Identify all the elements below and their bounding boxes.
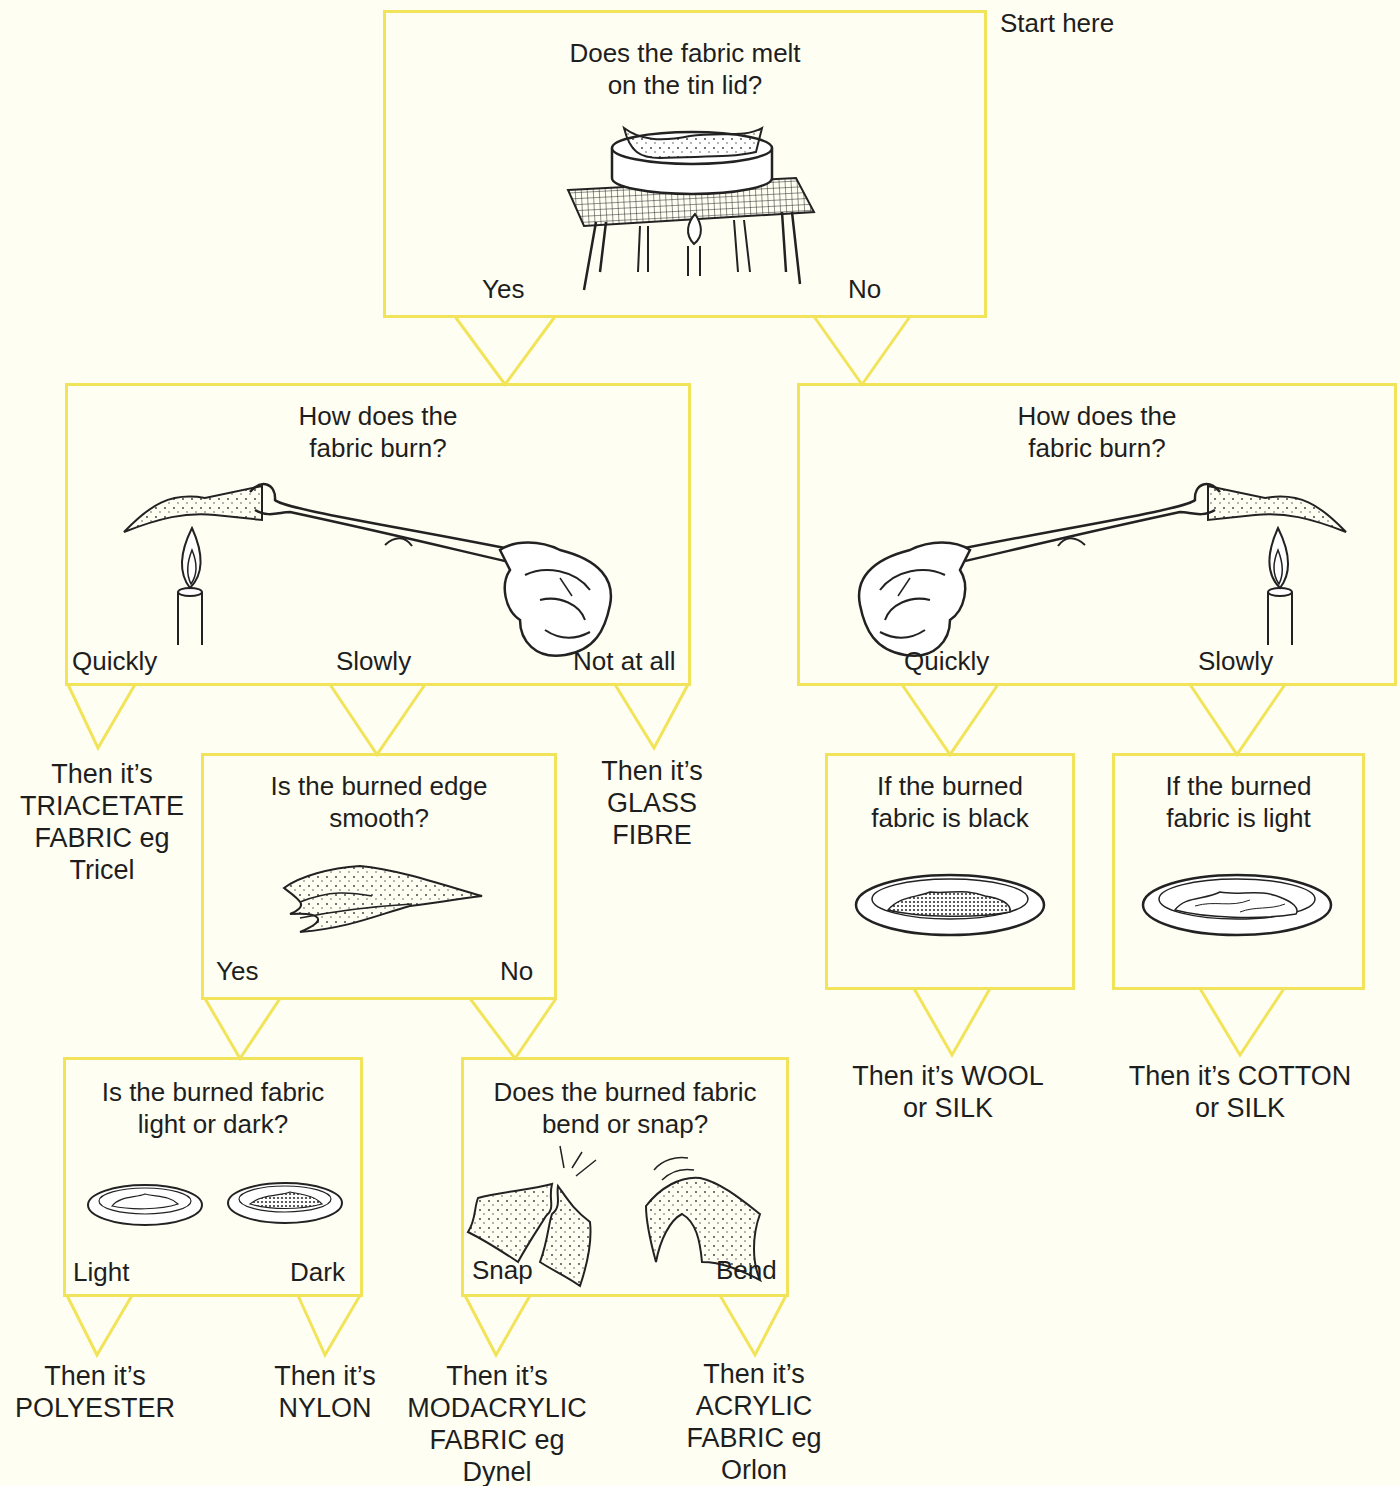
pointer-connector (330, 685, 425, 755)
illustration-stroke (688, 246, 700, 276)
illustration-stroke (888, 892, 1010, 917)
pointer-connector (814, 317, 910, 385)
result-label: Then it’s GLASS FIBRE (567, 755, 737, 851)
question-box: If the burned fabric is black (825, 753, 1075, 990)
question-text: Is the burned fabric light or dark? (78, 1076, 348, 1140)
illustration-stroke (1159, 879, 1315, 919)
burning-test-no (859, 484, 1346, 656)
illustration-stroke (239, 1186, 331, 1212)
result-label: Then it’s MODACRYLIC FABRIC eg Dynel (397, 1360, 597, 1486)
dish-black (856, 875, 1044, 935)
branch-label: Light (73, 1256, 129, 1288)
question-box: Start hereDoes the fabric melt on the ti… (383, 10, 987, 318)
illustration-stroke (856, 875, 1044, 935)
pointer-connector (1190, 685, 1285, 755)
result-pointer (68, 685, 135, 749)
pointer-connector (205, 999, 280, 1059)
question-box: If the burned fabric is light (1112, 753, 1365, 990)
result-label: Then it’s COTTON or SILK (1120, 1060, 1360, 1124)
dish-light (1143, 875, 1331, 935)
branch-label: Slowly (1198, 645, 1273, 677)
result-pointer (615, 685, 688, 749)
illustration-stroke (250, 1192, 322, 1209)
burning-test-yes (124, 484, 611, 656)
illustration-stroke (88, 1185, 202, 1225)
question-text: Does the fabric melt on the tin lid? (560, 37, 810, 101)
question-box: How does the fabric burn? Quickly Slowly No… (65, 383, 691, 686)
question-box: Does the burned fabric bend or snap? Snap… (461, 1057, 789, 1297)
branch-label: Bend (716, 1254, 777, 1286)
branch-label: Dark (290, 1256, 345, 1288)
illustration-stroke (228, 1183, 342, 1223)
result-pointer (1200, 989, 1284, 1056)
burned-edge-illustration (284, 866, 482, 932)
pointer-connector (470, 999, 556, 1059)
branch-label: Yes (482, 273, 524, 305)
question-text: If the burned fabric is black (843, 770, 1058, 834)
illustration-stroke (654, 1158, 694, 1181)
result-label: Then it’s NYLON (265, 1360, 385, 1424)
illustration-stroke (99, 1188, 191, 1214)
illustration-stroke (1175, 892, 1297, 917)
result-pointer (720, 1296, 786, 1356)
branch-label: No (848, 273, 881, 305)
illustration-stroke (540, 1186, 591, 1286)
illustration-stroke (112, 1194, 178, 1209)
illustration-stroke (1143, 875, 1331, 935)
result-label: Then it’s TRIACETATE FABRIC eg Tricel (7, 758, 197, 886)
branch-label: Not at all (573, 645, 676, 677)
snap-illustration (468, 1146, 596, 1286)
illustration-stroke (300, 893, 412, 918)
tripod-illustration (568, 128, 814, 290)
question-box: Is the burned edge smooth? Yes No (201, 753, 557, 1000)
question-box: Is the burned fabric light or dark? Light… (63, 1057, 363, 1297)
pointer-connector (455, 317, 555, 385)
branch-label: No (500, 955, 533, 987)
result-label: Then it’s WOOL or SILK (841, 1060, 1056, 1124)
illustration-stroke (284, 866, 482, 932)
result-pointer (914, 989, 990, 1056)
illustration-stroke (468, 1184, 552, 1262)
branch-label: Slowly (336, 645, 411, 677)
question-text: Is the burned edge smooth? (269, 770, 489, 834)
illustration-stroke (688, 214, 701, 244)
branch-label: Quickly (72, 645, 157, 677)
dish-dark-small (228, 1183, 342, 1223)
illustration-stroke (560, 1146, 596, 1176)
illustration-stroke (624, 128, 762, 158)
dish-light-small (88, 1185, 202, 1225)
illustration-stroke (872, 879, 1028, 919)
question-text: How does the fabric burn? (273, 400, 483, 464)
illustration-stroke (1195, 900, 1285, 912)
result-pointer (298, 1296, 360, 1356)
result-pointer (465, 1296, 530, 1356)
branch-label: Snap (472, 1254, 533, 1286)
question-text: Does the burned fabric bend or snap? (469, 1076, 781, 1140)
start-label: Start here (1000, 7, 1114, 39)
question-text: If the burned fabric is light (1131, 770, 1346, 834)
result-label: Then it’s ACRYLIC FABRIC eg Orlon (679, 1358, 829, 1486)
result-label: Then it’s POLYESTER (5, 1360, 185, 1424)
branch-label: Quickly (904, 645, 989, 677)
result-pointer (67, 1296, 132, 1356)
question-box: How does the fabric burn? Quickly Slowly (797, 383, 1397, 686)
pointer-connector (902, 685, 998, 755)
question-text: How does the fabric burn? (992, 400, 1202, 464)
branch-label: Yes (216, 955, 258, 987)
